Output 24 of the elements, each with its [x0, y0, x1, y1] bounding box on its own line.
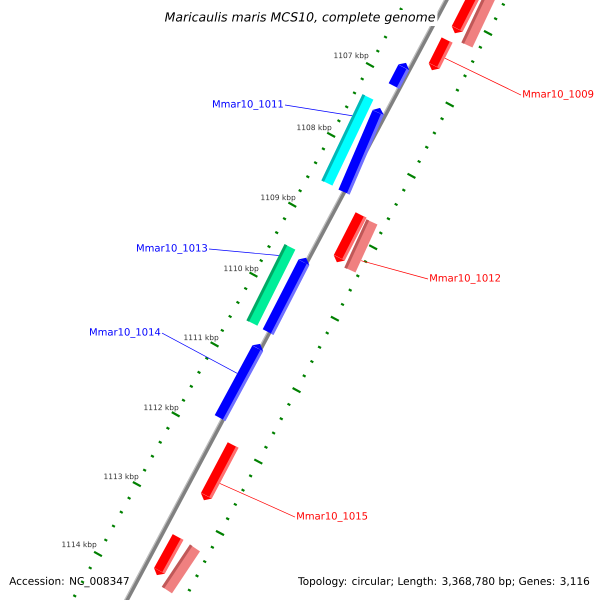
gene-feature — [338, 108, 384, 195]
leader-line — [219, 483, 296, 518]
leader-line — [284, 104, 353, 116]
gene-label: Mmar10_1013 — [137, 244, 207, 254]
leader-line — [444, 58, 522, 96]
leader-line — [162, 332, 238, 374]
feature-bar — [461, 0, 498, 48]
gene-label: Mmar10_1012 — [430, 274, 500, 284]
footer-text: Accession: NC_008347 — [9, 576, 129, 588]
gene-feature — [388, 62, 410, 90]
feature-bar — [344, 219, 378, 272]
gene-feature — [214, 344, 264, 422]
leader-line — [360, 260, 428, 280]
gene-label: Mmar10_1009 — [523, 90, 594, 100]
feature-bar — [162, 544, 200, 594]
gene-feature — [262, 258, 310, 335]
gene-label: Mmar10_1015 — [297, 512, 368, 522]
gene-label: Mmar10_1014 — [90, 328, 160, 338]
leader-line — [208, 248, 280, 256]
title: Maricaulis maris MCS10, complete genome — [162, 10, 438, 26]
footer-text: Topology: circular; Length: 3,368,780 bp; Genes: 3,116 — [298, 576, 590, 588]
gene-feature — [200, 442, 239, 500]
gene-label: Mmar10_1011 — [213, 100, 283, 110]
gene-feature — [428, 37, 453, 70]
